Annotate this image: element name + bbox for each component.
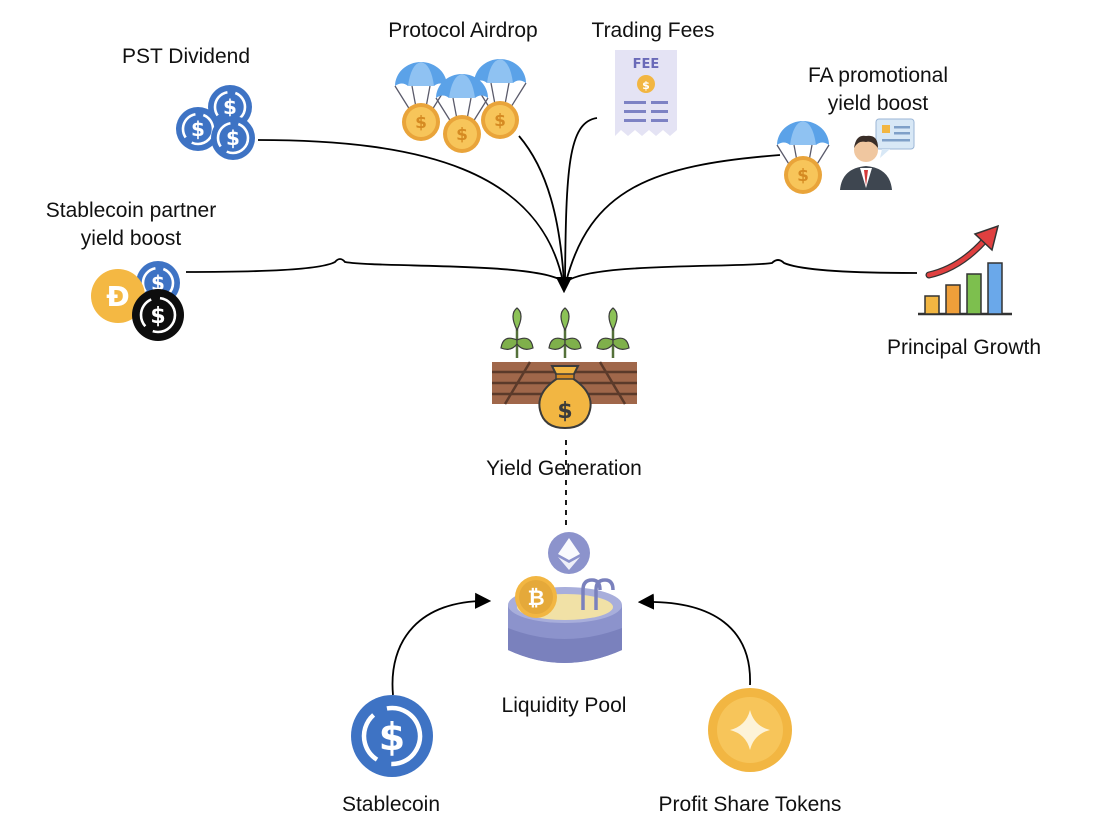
- svg-text:₿: ₿: [527, 586, 544, 610]
- label-stablecoin-partner: Stablecoin partner yield boost: [20, 197, 242, 253]
- fee-receipt-icon: FEE $: [615, 50, 677, 136]
- connector-fa-boost: [565, 154, 781, 283]
- connector-trading-fees: [564, 117, 598, 283]
- svg-text:Đ: Đ: [106, 280, 129, 313]
- connector-pst-dividend: [257, 139, 564, 283]
- label-yield-generation: Yield Generation: [486, 457, 642, 480]
- flow-connectors: [185, 117, 918, 696]
- liquidity-pool-icon: ₿: [508, 532, 622, 663]
- connector-stablecoin-to-pool: [391, 592, 492, 696]
- label-fa-boost-line2: yield boost: [827, 92, 929, 115]
- farm-moneybag-icon: $: [492, 306, 637, 430]
- label-pst-dividend: PST Dividend: [122, 45, 251, 68]
- svg-text:$: $: [642, 79, 650, 92]
- svg-text:$: $: [150, 304, 165, 329]
- fee-badge-text: FEE: [633, 57, 660, 72]
- connector-protocol-airdrop: [518, 135, 565, 283]
- profit-token-icon: [708, 688, 792, 772]
- connector-principal-growth: [565, 259, 918, 283]
- parachute-coins-icon: [394, 58, 527, 153]
- connector-tokens-to-pool: [637, 593, 751, 686]
- label-trading-fees: Trading Fees: [591, 19, 715, 42]
- label-fa-boost-line1: FA promotional: [807, 64, 949, 87]
- svg-text:$: $: [379, 715, 405, 759]
- growth-chart-icon: [918, 224, 1012, 316]
- label-liquidity-pool: Liquidity Pool: [501, 694, 627, 717]
- label-fa-boost: FA promotional yield boost: [776, 62, 980, 118]
- label-protocol-airdrop: Protocol Airdrop: [388, 19, 538, 42]
- label-stablecoin: Stablecoin: [341, 793, 441, 816]
- usdc-coins-icon: [174, 83, 257, 162]
- label-principal-growth: Principal Growth: [886, 336, 1042, 359]
- usdc-coin-icon: $: [351, 695, 433, 777]
- label-profit-share-tokens: Profit Share Tokens: [658, 793, 842, 816]
- connector-stablecoin-partner: [185, 258, 565, 283]
- parachute-advisor-icon: [776, 118, 915, 194]
- label-stablecoin-partner-line2: yield boost: [80, 227, 182, 250]
- svg-text:$: $: [557, 399, 572, 424]
- label-stablecoin-partner-line1: Stablecoin partner: [45, 199, 217, 222]
- dai-usdc-coins-icon: Đ $: [91, 259, 184, 341]
